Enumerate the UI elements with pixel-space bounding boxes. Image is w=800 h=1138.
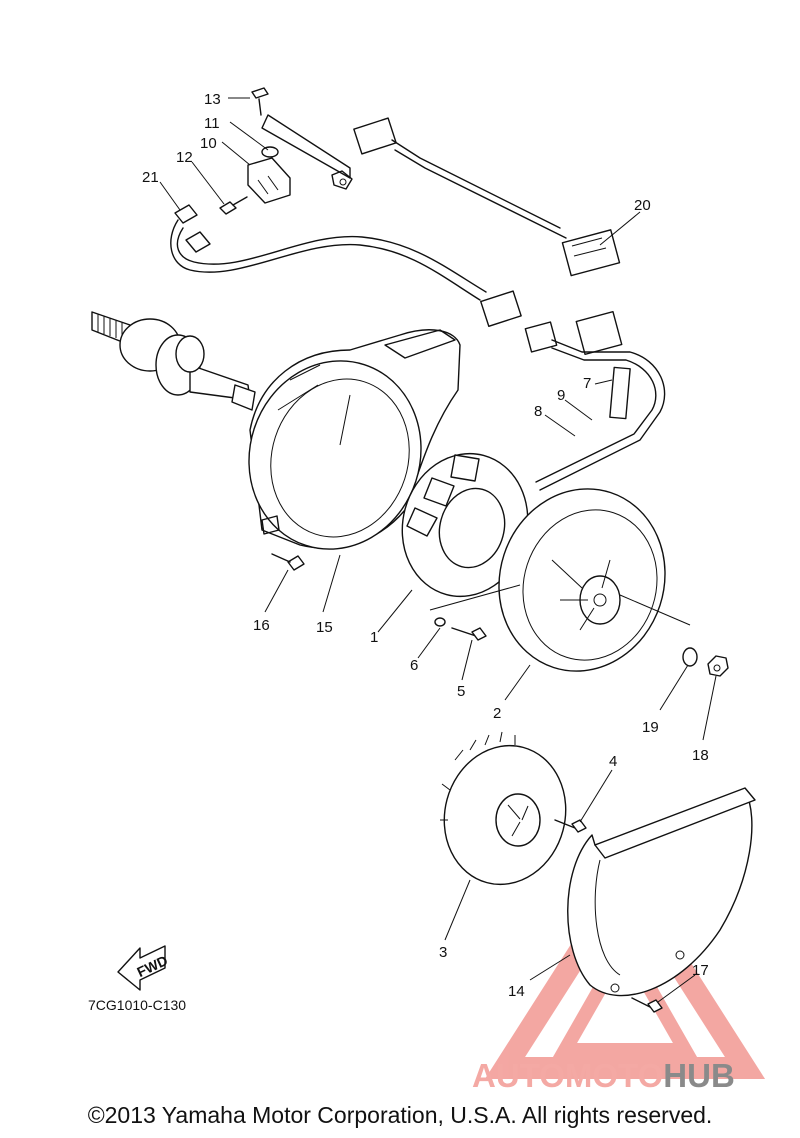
wire-harness-part-20: [353, 117, 641, 277]
callout-4: 4: [609, 753, 617, 770]
watermark-part2: HUB: [663, 1057, 735, 1094]
callout-8: 8: [534, 403, 542, 420]
callout-7: 7: [583, 375, 591, 392]
watermark-text: AUTOMOTOHUB: [472, 1057, 735, 1094]
rotor-part-2: [498, 488, 666, 672]
callout-18: 18: [692, 747, 709, 764]
bolt-part-16: [271, 553, 305, 571]
callout-leaders: [159, 97, 717, 1003]
fwd-arrow-icon: FWD: [117, 945, 170, 991]
bracket-part-11: [261, 114, 353, 190]
cover-part-14: [567, 787, 756, 997]
svg-text:AUTOMOTOHUB: AUTOMOTOHUB: [472, 1057, 735, 1094]
screw-part-13: [251, 87, 269, 116]
callout-13: 13: [204, 91, 221, 108]
washer-part-6: [434, 617, 446, 627]
screw-part-5: [451, 627, 487, 641]
lead-wire-part-21: [170, 204, 666, 491]
watermark-logo: [484, 859, 766, 1079]
stator-part-1: [401, 452, 529, 598]
watermark-part1: AUTOMOTO: [472, 1057, 663, 1094]
screw-part-17: [631, 997, 663, 1013]
holder-part-10: [247, 157, 291, 204]
callout-9: 9: [557, 387, 565, 404]
drawing-code: 7CG1010-C130: [88, 997, 186, 1013]
grommet-part-11-washer: [261, 146, 279, 158]
callout-20: 20: [634, 197, 651, 214]
screw-part-12: [219, 196, 248, 215]
callout-6: 6: [410, 657, 418, 674]
fan-part-3: [440, 731, 567, 886]
callout-10: 10: [200, 135, 217, 152]
callout-3: 3: [439, 944, 447, 961]
crankshaft: [91, 311, 256, 411]
bolt-part-4: [554, 819, 587, 833]
washer-part-19: [682, 647, 698, 667]
callout-numbers: 13 11 10 12 21 20 7 9 8 16 15 1 6 5 2 19…: [142, 91, 709, 1000]
copyright-footer: ©2013 Yamaha Motor Corporation, U.S.A. A…: [87, 1102, 713, 1128]
callout-16: 16: [253, 617, 270, 634]
callout-5: 5: [457, 683, 465, 700]
callout-15: 15: [316, 619, 333, 636]
callout-2: 2: [493, 705, 501, 722]
callout-21: 21: [142, 169, 159, 186]
callout-17: 17: [692, 962, 709, 979]
callout-19: 19: [642, 719, 659, 736]
callout-11: 11: [204, 115, 220, 132]
housing-part-15: [248, 329, 461, 550]
callout-1: 1: [370, 629, 378, 646]
callout-14: 14: [508, 983, 525, 1000]
callout-12: 12: [176, 149, 193, 166]
nut-part-18: [707, 655, 729, 677]
